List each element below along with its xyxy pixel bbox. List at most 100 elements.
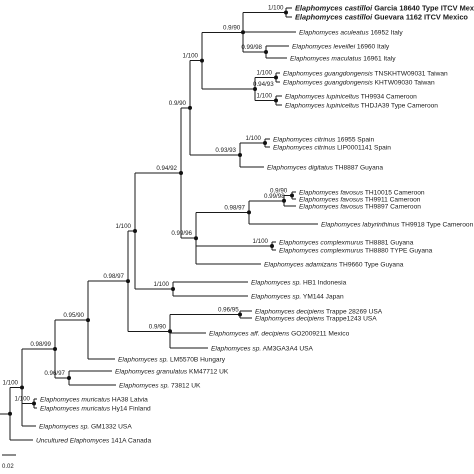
scale-bar-label: 0.02 [2,464,14,470]
node-marker [20,385,24,390]
tip-taxon: Elaphomyces sp. [251,294,301,301]
node-marker [247,210,251,215]
tip-voucher: LIP0001141 Spain [335,145,391,152]
tip-taxon: Elaphomyces complexmurus [279,240,364,247]
tip-taxon: Elaphomyces maculatus [290,56,362,63]
tip-voucher: HB1 Indonesia [301,280,346,287]
support-value: 0.96/95 [218,307,239,314]
support-value: 0.9/90 [169,100,187,107]
node-marker [86,318,90,323]
node-marker [264,50,268,54]
tip-voucher: GM1332 USA [89,424,132,431]
tip-label: Elaphomyces aculeatus 16952 Italy [299,30,403,37]
tip-taxon: Elaphomyces favosus [299,204,364,211]
tip-taxon: Elaphomyces guangdongensis [283,80,374,87]
support-value: 0.9/90 [223,24,241,31]
tip-label: Elaphomyces decipiens Trappe1243 USA [255,316,377,323]
tip-voucher: TNSKHTW09031 Taiwan [373,71,448,78]
tip-label: Elaphomyces guangdongensis TNSKHTW09031 … [283,71,448,78]
tip-label: Elaphomyces favosus TH9911 Cameroon [299,197,421,204]
tip-label: Elaphomyces sp. AM3GA3A4 USA [211,346,313,353]
tip-taxon: Elaphomyces decipiens [255,309,325,316]
tip-voucher: Trappe1243 USA [324,316,377,323]
tip-label: Elaphomyces sp. HB1 Indonesia [251,280,347,287]
tip-voucher: Guevara 1162 ITCV Mexico [372,13,468,22]
tip-voucher: TH9660 Type Guyana [337,262,403,269]
node-marker [282,198,286,203]
tip-voucher: 16960 Italy [355,44,390,51]
tip-taxon: Elaphomyces labyrinthinus [321,222,400,229]
tip-voucher: 141A Canada [109,438,151,445]
tip-voucher: TH9934 Cameroon [359,94,417,101]
tip-taxon: Elaphomyces leveillei [292,44,356,51]
tip-voucher: TH9918 Type Cameroon [399,222,473,229]
tip-label: Elaphomyces lupiniceltus THDJA39 Type Ca… [285,103,438,110]
tip-voucher: Garcia 18640 Type ITCV Mexico [372,4,474,13]
tip-taxon: Elaphomyces complexmurus [279,248,364,255]
node-marker [284,10,288,15]
tip-voucher: Trappe 28269 USA [324,309,383,316]
support-value: 0.99/96 [171,230,192,237]
support-value: 0.98/99 [30,341,51,348]
tip-taxon: Elaphomyces muricatus [40,397,111,404]
node-marker [290,193,294,198]
tip-label: Elaphomyces muricatus HA38 Latvia [40,397,148,404]
tip-voucher: AM3GA3A4 USA [261,346,313,353]
support-value: 1/100 [15,396,31,403]
tip-labels: Elaphomyces castilloi Garcia 18640 Type … [36,4,474,445]
node-marker [126,279,130,284]
tip-taxon: Elaphomyces lupiniceltus [285,103,360,110]
tip-taxon: Elaphomyces castilloi [295,13,373,22]
support-value: 0.99/98 [264,193,285,200]
support-value: 0.98/97 [224,204,245,211]
tip-voucher: THDJA39 Type Cameroon [359,103,438,110]
node-marker [274,75,278,80]
support-value: 0.9/90 [149,323,167,330]
support-values: 1/1000.99/980.9/901/1001/1000.94/931/100… [3,5,288,403]
support-value: 1/100 [257,70,273,77]
tip-taxon: Elaphomyces sp. [119,383,169,390]
node-marker [238,153,242,157]
tip-label: Elaphomyces citrinus LIP0001141 Spain [273,145,391,152]
node-marker [168,329,172,334]
node-marker [171,287,175,291]
tip-taxon: Elaphomyces sp. [118,357,168,364]
tip-voucher: KM47712 UK [187,369,229,376]
node-marker [274,98,278,103]
tip-label: Elaphomyces leveillei 16960 Italy [292,44,390,51]
tip-label: Elaphomyces maculatus 16961 Italy [290,56,396,63]
tip-voucher: 16952 Italy [369,30,404,37]
tip-taxon: Elaphomyces aculeatus [299,30,369,37]
tip-label: Elaphomyces favosus TH9897 Cameroon [299,204,421,211]
node-marker [194,236,198,241]
tip-voucher: 73812 UK [169,383,201,390]
tree-edges [0,7,318,441]
tip-label: Elaphomyces complexmurus TH8881 Guyana [279,240,414,247]
tip-label: Elaphomyces guangdongensis KHTW09030 Tai… [283,80,435,87]
tip-taxon: Elaphomyces adamizans [264,262,338,269]
tip-voucher: TH9897 Cameroon [363,204,421,211]
tip-taxon: Elaphomyces favosus [299,190,364,197]
tip-voucher: TH10015 Cameroon [363,190,425,197]
tip-label: Uncultured Elaphomyces 141A Canada [36,438,151,445]
tip-label: Elaphomyces castilloi Guevara 1162 ITCV … [295,13,468,22]
tip-label: Elaphomyces castilloi Garcia 18640 Type … [295,4,474,13]
tip-voucher: Hy14 Finland [110,406,151,413]
support-value: 0.95/90 [63,312,84,319]
tip-label: Elaphomyces labyrinthinus TH9918 Type Ca… [321,222,474,229]
tip-label: Elaphomyces muricatus Hy14 Finland [40,406,151,413]
tip-taxon: Elaphomyces aff. decipiens [209,331,290,338]
tip-taxon: Elaphomyces citrinus [273,145,336,152]
tip-taxon: Elaphomyces granulatus [115,369,188,376]
tip-label: Elaphomyces sp. YM144 Japan [251,294,344,301]
tip-taxon: Elaphomyces lupiniceltus [285,94,360,101]
tip-voucher: TH8881 Guyana [363,240,413,247]
tip-voucher: KHTW09030 Taiwan [373,80,435,87]
tip-taxon: Elaphomyces guangdongensis [283,71,374,78]
tip-label: Elaphomyces aff. decipiens GO2009211 Mex… [209,331,350,338]
tip-label: Elaphomyces citrinus 16955 Spain [273,137,375,144]
node-marker [53,347,57,352]
tip-taxon: Elaphomyces castilloi [295,4,373,13]
tip-label: Elaphomyces decipiens Trappe 28269 USA [255,309,383,316]
